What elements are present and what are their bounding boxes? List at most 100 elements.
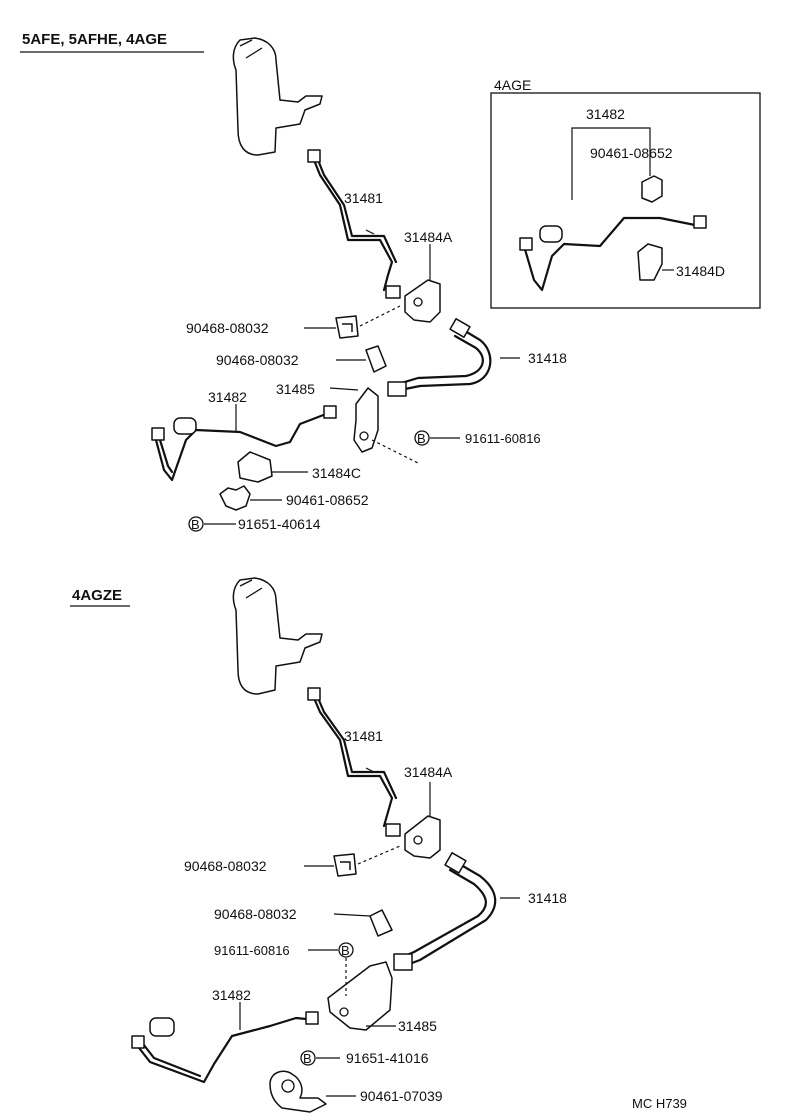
marker-b-top-2-text: B bbox=[191, 517, 200, 532]
bracket-31485-top-hole bbox=[359, 431, 369, 441]
marker-b-bottom-1 bbox=[338, 942, 354, 958]
flex-hose-31418-top bbox=[398, 326, 492, 392]
top-section-title: 5AFE, 5AFHE, 4AGE bbox=[22, 31, 167, 48]
tube-31482-bottom bbox=[134, 1016, 318, 1084]
tube-31481-bottom bbox=[312, 696, 394, 828]
inset-frame bbox=[490, 92, 761, 309]
clip-90468-bottom-a bbox=[333, 853, 357, 877]
hose-fitting-bottom-2 bbox=[393, 953, 413, 971]
label-90461-top: 90461-08652 bbox=[286, 492, 369, 508]
bracket-31485-top bbox=[353, 387, 379, 453]
leader-31481-top bbox=[365, 229, 375, 235]
marker-b-top-1 bbox=[414, 430, 430, 446]
inset-clamp-90461 bbox=[641, 175, 663, 203]
bottom-section: 4AGZE bbox=[70, 577, 567, 1113]
flex-hose-31418-top-outline bbox=[396, 334, 484, 386]
fitting-bottom-4 bbox=[305, 1011, 319, 1025]
clamp-90461-bottom-hole bbox=[281, 1079, 295, 1093]
clip-90468-top-b bbox=[365, 345, 387, 373]
clamp-90461-top bbox=[219, 485, 251, 511]
label-31484c-top: 31484C bbox=[312, 465, 361, 481]
master-cylinder-bottom bbox=[232, 577, 323, 695]
label-31485-bottom: 31485 bbox=[398, 1018, 437, 1034]
label-31484a-bottom: 31484A bbox=[404, 764, 453, 780]
marker-b-top-1-text: B bbox=[417, 431, 426, 446]
inset-label-31482: 31482 bbox=[586, 106, 625, 122]
inset-bracket-31484d bbox=[637, 243, 663, 281]
hose-fitting-bottom-1 bbox=[444, 852, 467, 874]
inset-label-90461: 90461-08652 bbox=[590, 145, 673, 161]
bracket-31485-bottom bbox=[327, 961, 393, 1031]
dash-bottom-1 bbox=[357, 845, 401, 865]
tube-31482-bottom-outline bbox=[138, 1038, 202, 1078]
tube-31482-bottom-sleeve bbox=[149, 1017, 175, 1037]
leader-31485-top bbox=[329, 387, 359, 391]
fitting-bottom-1 bbox=[307, 687, 321, 701]
bracket-31484a-bottom-hole bbox=[413, 835, 423, 845]
fitting-bottom-2 bbox=[385, 823, 401, 837]
label-90461-bottom: 90461-07039 bbox=[360, 1088, 443, 1104]
tube-31482-top-branch bbox=[158, 438, 174, 474]
tube-31481-top-outline bbox=[316, 158, 398, 264]
fitting-top-2 bbox=[385, 285, 401, 299]
bottom-section-title: 4AGZE bbox=[72, 587, 122, 604]
inset-4age: 4AGE 31482 90461-08652 31484D bbox=[490, 77, 761, 309]
master-cylinder-top bbox=[232, 37, 323, 156]
fitting-top-1 bbox=[307, 149, 321, 163]
leader-90468b-bottom bbox=[333, 913, 371, 917]
bracket-31485-bottom-hole bbox=[339, 1007, 349, 1017]
bracket-31484a-top-hole bbox=[413, 297, 423, 307]
marker-b-bottom-1-text: B bbox=[341, 943, 350, 958]
tube-31481-bottom-outline bbox=[316, 696, 398, 800]
label-31482-top: 31482 bbox=[208, 389, 247, 405]
label-90468-top-a: 90468-08032 bbox=[186, 320, 269, 336]
label-90468-bottom-a: 90468-08032 bbox=[184, 858, 267, 874]
label-31418-bottom: 31418 bbox=[528, 890, 567, 906]
footer-code: MC H739 bbox=[632, 1096, 687, 1111]
marker-b-bottom-2-text: B bbox=[303, 1051, 312, 1066]
tube-31481-top bbox=[312, 158, 394, 292]
inset-leader-31482 bbox=[571, 127, 651, 200]
label-31481-bottom: 31481 bbox=[344, 728, 383, 744]
fitting-top-4 bbox=[323, 405, 337, 419]
flex-hose-31418-bottom-outline bbox=[398, 868, 487, 960]
dash-top-2 bbox=[371, 439, 421, 465]
inset-fitting-1 bbox=[519, 237, 533, 251]
dash-top-1 bbox=[359, 305, 401, 327]
top-section: 5AFE, 5AFHE, 4AGE bbox=[20, 31, 567, 532]
leader-31481-bottom bbox=[365, 767, 375, 773]
master-cylinder-bottom-detail bbox=[239, 579, 263, 599]
clamp-90461-bottom bbox=[269, 1070, 327, 1113]
marker-b-bottom-2 bbox=[300, 1050, 316, 1066]
tube-31482-top bbox=[154, 412, 328, 482]
master-cylinder-top-detail bbox=[239, 39, 263, 59]
hose-fitting-top-1 bbox=[449, 318, 471, 338]
bracket-31484a-bottom bbox=[404, 815, 441, 859]
inset-title: 4AGE bbox=[494, 77, 531, 93]
tube-31482-top-sleeve bbox=[173, 417, 197, 435]
label-91651-top: 91651-40614 bbox=[238, 516, 321, 532]
fitting-bottom-3 bbox=[131, 1035, 145, 1049]
inset-label-31484d: 31484D bbox=[676, 263, 725, 279]
label-31484a-top: 31484A bbox=[404, 229, 453, 245]
fitting-top-3 bbox=[151, 427, 165, 441]
label-91611-top: 91611-60816 bbox=[465, 431, 541, 446]
inset-tube bbox=[522, 216, 702, 292]
label-31481-top: 31481 bbox=[344, 190, 383, 206]
hose-fitting-top-2 bbox=[387, 381, 407, 397]
clip-90468-top-a bbox=[335, 315, 359, 339]
label-91611-bottom: 91611-60816 bbox=[214, 943, 290, 958]
inset-fitting-2 bbox=[693, 215, 707, 229]
marker-b-top-2 bbox=[188, 516, 204, 532]
clip-90468-bottom-b bbox=[369, 909, 393, 937]
inset-tube-sleeve bbox=[539, 225, 563, 243]
label-91651-bottom: 91651-41016 bbox=[346, 1050, 429, 1066]
label-90468-bottom-b: 90468-08032 bbox=[214, 906, 297, 922]
label-31485-top: 31485 bbox=[276, 381, 315, 397]
label-90468-top-b: 90468-08032 bbox=[216, 352, 299, 368]
bracket-31484c-top bbox=[237, 451, 273, 483]
label-31482-bottom: 31482 bbox=[212, 987, 251, 1003]
flex-hose-31418-bottom bbox=[402, 860, 497, 968]
label-31418-top: 31418 bbox=[528, 350, 567, 366]
